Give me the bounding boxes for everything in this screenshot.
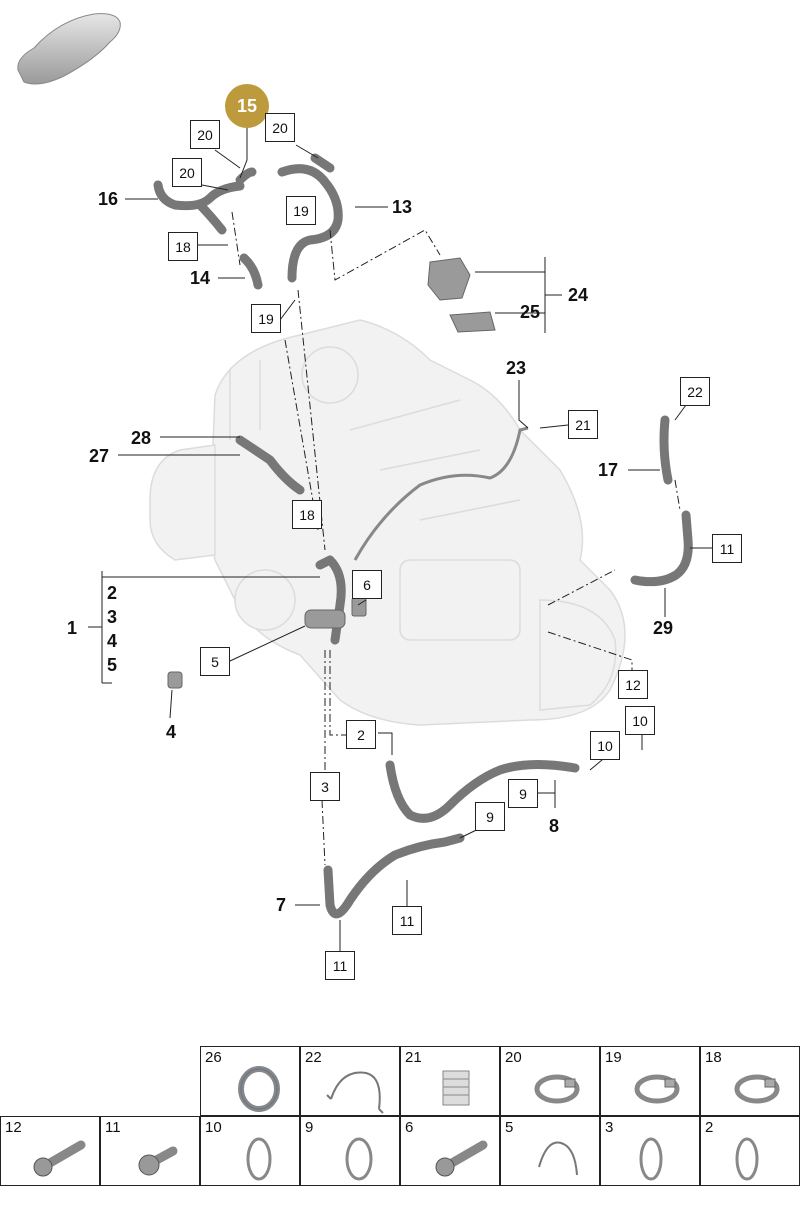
ref-label-29[interactable]: 29: [653, 618, 674, 638]
part-number: 6: [405, 1119, 414, 1136]
part-cell-11[interactable]: 11: [100, 1116, 200, 1186]
callout-11[interactable]: 11: [712, 534, 742, 563]
part-cell-18[interactable]: 18: [700, 1046, 800, 1116]
callout-2[interactable]: 2: [346, 720, 376, 749]
seal-ring-icon: [735, 1137, 759, 1181]
part-cell-19[interactable]: 19: [600, 1046, 700, 1116]
ref-label-8[interactable]: 8: [549, 816, 560, 836]
bolt-icon: [435, 1140, 488, 1177]
callout-20[interactable]: 20: [265, 113, 295, 142]
callout-20[interactable]: 20: [190, 120, 220, 149]
ref-label-24[interactable]: 24: [568, 285, 589, 305]
part-cell-2[interactable]: 2: [700, 1116, 800, 1186]
callout-9[interactable]: 9: [508, 779, 538, 808]
hose-parts: [153, 153, 693, 919]
ref-label-27[interactable]: 27: [89, 446, 110, 466]
screw-icon: [138, 1146, 178, 1176]
retainer-clip-icon: [442, 1070, 470, 1106]
part-number: 19: [605, 1049, 622, 1066]
hose-clamp-icon: [634, 1074, 680, 1104]
part-number: 12: [5, 1119, 22, 1136]
leader-lines: [88, 127, 712, 952]
callout-20[interactable]: 20: [172, 158, 202, 187]
parts-table: 26 22 21 20 19 18 12 11 10 9 6 5: [0, 1046, 800, 1186]
ref-label-4[interactable]: 4: [107, 631, 118, 651]
highlighted-part-15[interactable]: 15: [225, 84, 269, 128]
seal-ring-icon: [246, 1137, 272, 1181]
part-cell-26[interactable]: 26: [200, 1046, 300, 1116]
callout-18[interactable]: 18: [168, 232, 198, 261]
part-number: 21: [405, 1049, 422, 1066]
part-cell-5[interactable]: 5: [500, 1116, 600, 1186]
callout-6[interactable]: 6: [352, 570, 382, 599]
callout-12[interactable]: 12: [618, 670, 648, 699]
part-number: 9: [305, 1119, 314, 1136]
part-number: 11: [105, 1119, 121, 1136]
part-cell-12[interactable]: 12: [0, 1116, 100, 1186]
bolt-icon: [33, 1140, 86, 1177]
ref-label-16[interactable]: 16: [98, 189, 119, 209]
part-cell-22[interactable]: 22: [300, 1046, 400, 1116]
part-number: 10: [205, 1119, 222, 1136]
ref-label-23[interactable]: 23: [506, 358, 527, 378]
ref-label-5[interactable]: 5: [107, 655, 118, 675]
seal-ring-icon: [345, 1137, 373, 1181]
ref-label-25[interactable]: 25: [520, 302, 541, 322]
o-ring-icon: [238, 1066, 280, 1112]
part-cell-3[interactable]: 3: [600, 1116, 700, 1186]
car-silhouette-icon[interactable]: [14, 8, 122, 90]
hose-clamp-icon: [734, 1074, 780, 1104]
part-number: 26: [205, 1049, 222, 1066]
seal-ring-icon: [639, 1137, 663, 1181]
part-number: 20: [505, 1049, 522, 1066]
part-number: 22: [305, 1049, 322, 1066]
ref-label-28[interactable]: 28: [131, 428, 152, 448]
hose-clamp-icon: [534, 1074, 580, 1104]
ref-label-7[interactable]: 7: [276, 895, 287, 915]
callout-11[interactable]: 11: [325, 951, 355, 980]
dash-dot-guides: [231, 211, 681, 866]
ref-label-13[interactable]: 13: [392, 197, 413, 217]
callout-11[interactable]: 11: [392, 906, 422, 935]
part-number: 5: [505, 1119, 514, 1136]
callout-19[interactable]: 19: [251, 304, 281, 333]
ref-label-2[interactable]: 2: [107, 583, 118, 603]
callout-19[interactable]: 19: [286, 196, 316, 225]
part-cell-6[interactable]: 6: [400, 1116, 500, 1186]
part-number: 2: [705, 1119, 714, 1136]
ref-label-1[interactable]: 1: [67, 618, 78, 638]
part-number: 3: [605, 1119, 614, 1136]
callout-18[interactable]: 18: [292, 500, 322, 529]
callout-21[interactable]: 21: [568, 410, 598, 439]
callout-10[interactable]: 10: [590, 731, 620, 760]
callout-22[interactable]: 22: [680, 377, 710, 406]
ref-label-4-bottom[interactable]: 4: [166, 722, 177, 742]
spring-clip-icon: [538, 1141, 578, 1176]
small-parts: [167, 257, 496, 689]
wire-clip-icon: [326, 1071, 384, 1114]
ref-label-17[interactable]: 17: [598, 460, 619, 480]
part-number: 18: [705, 1049, 722, 1066]
part-cell-10[interactable]: 10: [200, 1116, 300, 1186]
ref-label-3[interactable]: 3: [107, 607, 118, 627]
coolant-line: [353, 426, 529, 561]
callout-9[interactable]: 9: [475, 802, 505, 831]
callout-10[interactable]: 10: [625, 706, 655, 735]
ref-label-14[interactable]: 14: [190, 268, 211, 288]
part-cell-9[interactable]: 9: [300, 1116, 400, 1186]
callout-5[interactable]: 5: [200, 647, 230, 676]
part-cell-20[interactable]: 20: [500, 1046, 600, 1116]
callout-3[interactable]: 3: [310, 772, 340, 801]
part-cell-21[interactable]: 21: [400, 1046, 500, 1116]
